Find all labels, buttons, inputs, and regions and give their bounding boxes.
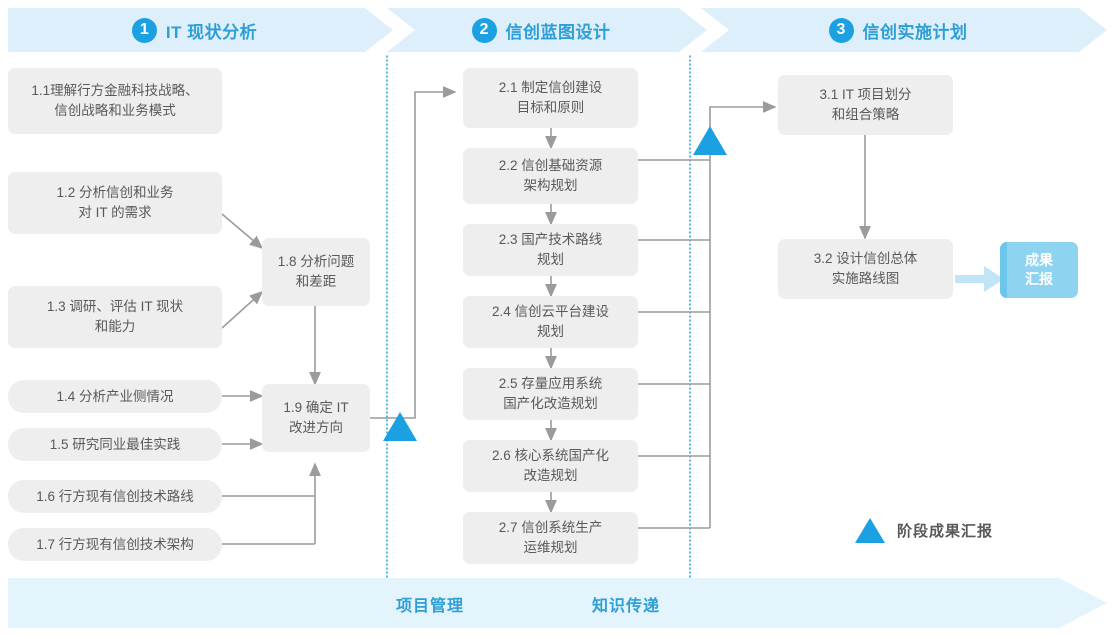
milestone-triangle-phase2 — [693, 126, 727, 155]
phase-title-1: IT 现状分析 — [165, 22, 258, 42]
task-box-3-1[interactable]: 3.1 IT 项目划分 和组合策略 — [778, 75, 953, 135]
task-box-3-2[interactable]: 3.2 设计信创总体 实施路线图 — [778, 239, 953, 299]
task-box-1-5[interactable]: 1.5 研究同业最佳实践 — [8, 428, 222, 461]
bottom-swimlane-bar — [8, 578, 1107, 628]
milestone-triangle-icon — [855, 518, 885, 543]
task-box-1-6[interactable]: 1.6 行方现有信创技术路线 — [8, 480, 222, 513]
edge-1-9-to-2-1 — [370, 86, 457, 419]
phase-number-badge-2: 2 — [472, 18, 497, 43]
bottom-label-knowledge-transfer: 知识传递 — [592, 598, 661, 615]
phase-header-1[interactable]: 1 IT 现状分析 — [8, 8, 393, 52]
task-box-1-9[interactable]: 1.9 确定 IT 改进方向 — [262, 384, 370, 452]
phase-number-badge-1: 1 — [132, 18, 157, 43]
phase-header-3[interactable]: 3 信创实施计划 — [701, 8, 1107, 52]
phase-header-2[interactable]: 2 信创蓝图设计 — [387, 8, 707, 52]
edge-3-2-to-result — [955, 266, 1004, 292]
task-box-1-4[interactable]: 1.4 分析产业侧情况 — [8, 380, 222, 413]
phase-header-2-inner: 2 信创蓝图设计 — [472, 18, 611, 43]
task-box-2-1[interactable]: 2.1 制定信创建设 目标和原则 — [463, 68, 638, 128]
bottom-label-project-management: 项目管理 — [396, 598, 465, 615]
legend-label: 阶段成果汇报 — [897, 523, 994, 540]
legend: 阶段成果汇报 — [855, 518, 993, 543]
result-report-box[interactable]: 成果 汇报 — [1000, 242, 1078, 298]
task-box-1-3[interactable]: 1.3 调研、评估 IT 现状 和能力 — [8, 286, 222, 348]
phase-title-2: 信创蓝图设计 — [505, 22, 611, 42]
task-box-2-4[interactable]: 2.4 信创云平台建设 规划 — [463, 296, 638, 348]
phase-header-1-inner: 1 IT 现状分析 — [132, 18, 257, 43]
task-box-2-3[interactable]: 2.3 国产技术路线 规划 — [463, 224, 638, 276]
phase-number-badge-3: 3 — [829, 18, 854, 43]
task-box-2-2[interactable]: 2.2 信创基础资源 架构规划 — [463, 148, 638, 204]
edge-1-2-to-1-8 — [221, 213, 264, 250]
edge-phase2-bus-to-3-1 — [709, 101, 777, 528]
task-box-2-5[interactable]: 2.5 存量应用系统 国产化改造规划 — [463, 368, 638, 420]
task-box-2-7[interactable]: 2.7 信创系统生产 运维规划 — [463, 512, 638, 564]
task-box-2-6[interactable]: 2.6 核心系统国产化 改造规划 — [463, 440, 638, 492]
milestone-triangle-phase1 — [383, 412, 417, 441]
task-box-1-1[interactable]: 1.1理解行方金融科技战略、 信创战略和业务模式 — [8, 68, 222, 134]
edge-1-3-to-1-8 — [221, 290, 264, 329]
phase-header-3-inner: 3 信创实施计划 — [829, 18, 968, 43]
task-box-1-2[interactable]: 1.2 分析信创和业务 对 IT 的需求 — [8, 172, 222, 234]
task-box-1-8[interactable]: 1.8 分析问题 和差距 — [262, 238, 370, 306]
task-box-1-7[interactable]: 1.7 行方现有信创技术架构 — [8, 528, 222, 561]
phase-title-3: 信创实施计划 — [862, 22, 968, 42]
